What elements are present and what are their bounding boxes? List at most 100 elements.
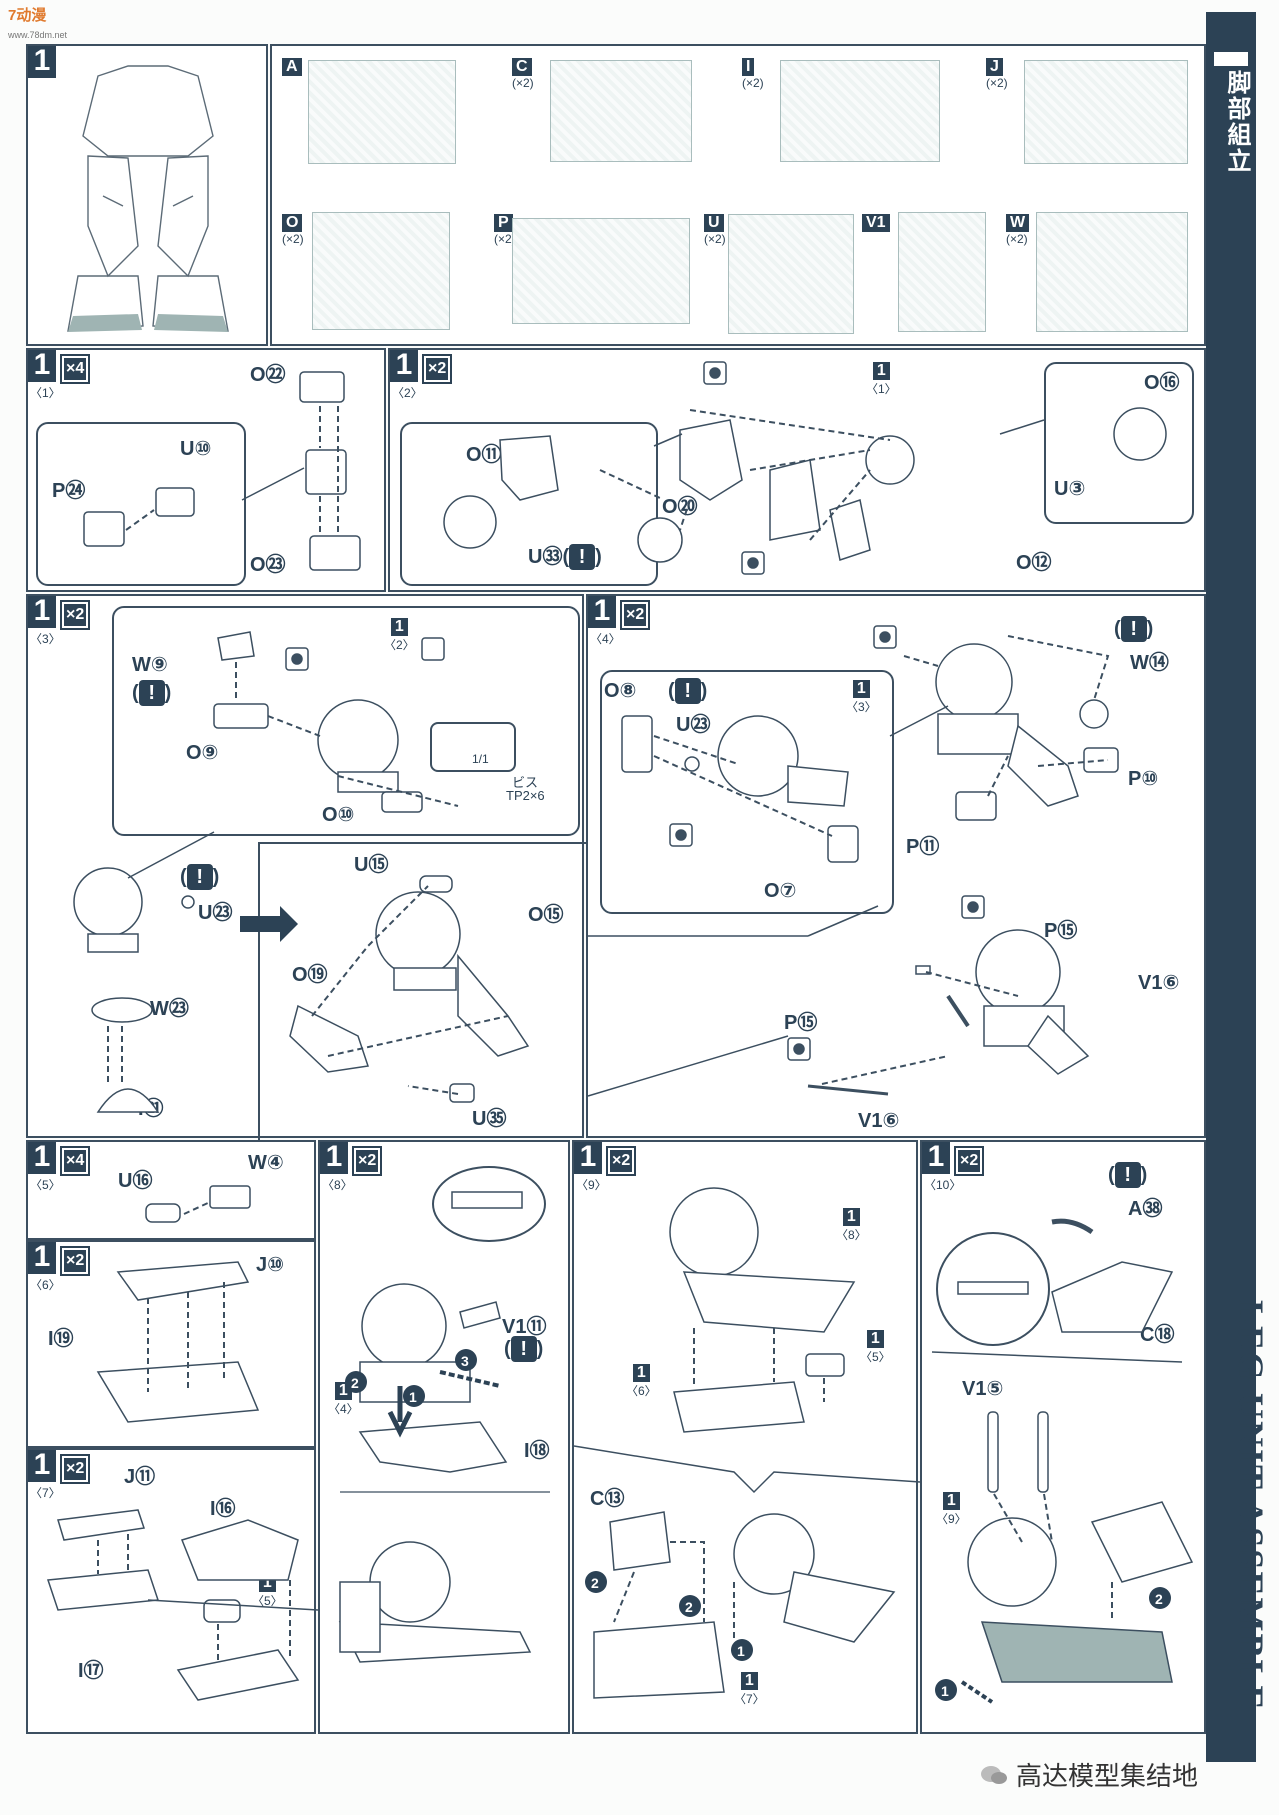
sidebar-band <box>1206 12 1256 1762</box>
caution-icon: ! <box>569 544 596 570</box>
substep-label: 〈6〉 <box>30 1278 61 1292</box>
quantity-badge: ×2 <box>59 600 91 630</box>
panel-step-1-1: 1×4 〈1〉 O㉒ U⑩ P㉔ O㉓ <box>26 348 386 592</box>
quantity-badge: ×2 <box>421 354 453 384</box>
runner-W-label: W(×2) <box>1006 214 1030 246</box>
step-number: 1 <box>28 1242 56 1274</box>
part-label: O⑮ <box>528 904 564 926</box>
part-label: P⑩ <box>1128 768 1159 790</box>
runner-I <box>780 60 940 162</box>
zoom-callout <box>600 670 894 914</box>
sub-assembly-ref: 1〈5〉 <box>860 1330 891 1364</box>
panel-step-1-3: 1×2 〈3〉 W⑨ (!) O⑨ O⑩ 1〈2〉 1/1 ビス TP2×6 (… <box>26 594 586 1140</box>
assembly-drawing <box>96 1261 260 1423</box>
runner-P <box>512 218 690 324</box>
panel-step-1-6: 1×2 〈6〉 J⑩ I⑲ <box>26 1240 316 1448</box>
part-label: I⑱ <box>524 1440 550 1462</box>
part-label: U⑯ <box>118 1170 153 1192</box>
part-label: O⑦ <box>764 880 797 902</box>
assembly-drawing <box>443 361 1167 575</box>
part-label: O⑩ <box>322 804 355 826</box>
zoom-callout <box>400 422 658 586</box>
substep-label: 〈1〉 <box>30 386 61 400</box>
part-label: P㉔ <box>52 480 86 502</box>
runner-A <box>308 60 456 164</box>
sub-assembly-ref: 1〈7〉 <box>734 1672 765 1706</box>
step-arrow-2: 2 <box>351 1375 359 1391</box>
part-label: I⑲ <box>48 1328 74 1350</box>
runner-P-label: P(×2) <box>494 214 516 246</box>
part-label: P⑮ <box>784 1012 818 1034</box>
runner-O-label: O(×2) <box>282 214 304 246</box>
panel-step-1-8: 1×2 〈8〉 V1⑪ (!) 1〈4〉 I⑱ 1 2 3 <box>318 1140 570 1734</box>
part-label: V1⑥ <box>1138 972 1180 994</box>
step-arrow-1: 1 <box>941 1683 949 1699</box>
zoom-callout <box>36 422 246 586</box>
panel-step-1-5: 1×4 〈5〉 U⑯ W④ <box>26 1140 316 1240</box>
step-number: 1 <box>28 46 56 78</box>
assembly-drawing <box>145 1185 251 1223</box>
part-label: O⑧ <box>604 680 637 702</box>
runner-U <box>728 214 854 334</box>
caution-note: (!) <box>132 680 172 706</box>
assembly-drawing <box>73 631 530 1113</box>
runner-C-label: C(×2) <box>512 58 534 90</box>
wechat-icon <box>981 1765 1007 1784</box>
quantity-badge: ×2 <box>619 600 651 630</box>
assembly-drawing: 2 1 <box>931 1218 1194 1704</box>
caution-note: (!) <box>1114 616 1154 642</box>
substep-label: 〈10〉 <box>924 1178 962 1192</box>
step-number: 1 <box>28 1450 56 1482</box>
runner-J-label: J(×2) <box>986 58 1008 90</box>
substep-label: 〈5〉 <box>30 1178 61 1192</box>
part-label: O⑪ <box>466 444 502 466</box>
wechat-text: 高达模型集结地 <box>1016 1761 1199 1791</box>
part-label: U③ <box>1054 478 1086 500</box>
runner-A-label: A <box>282 58 302 76</box>
sidebar-marker <box>1214 52 1248 66</box>
sub-assembly-ref: 1〈3〉 <box>846 680 877 714</box>
substep-label: 〈7〉 <box>30 1486 61 1500</box>
section-title-en: LEG UNIT ASSEMBLE <box>1231 1300 1271 1712</box>
runner-V1 <box>898 212 986 332</box>
sub-assembly-ref: 1〈2〉 <box>384 618 415 652</box>
step-number: 1 <box>390 350 418 382</box>
substep-label: 〈3〉 <box>30 632 61 646</box>
zoom-callout-right <box>1044 362 1194 524</box>
panel-step-1-7: 1×2 〈7〉 J⑪ I⑯ 1〈5〉 I⑰ <box>26 1448 319 1734</box>
caution-note: (!) <box>504 1336 544 1362</box>
part-label: J⑪ <box>124 1466 156 1488</box>
caution-icon: ! <box>1114 1162 1141 1188</box>
part-label: P⑪ <box>906 836 940 858</box>
sub-assembly-ref: 1〈6〉 <box>626 1364 657 1398</box>
zoom-callout <box>936 1232 1050 1346</box>
panel-step-1-4: 1×2 〈4〉 O⑧ (!) U㉓ 1〈3〉 O⑦ (!) W⑭ P⑩ P⑪ P… <box>586 594 1206 1138</box>
quantity-badge: ×4 <box>59 354 91 384</box>
sub-assembly-ref: 1〈8〉 <box>836 1208 867 1242</box>
part-label: A㊳ <box>1128 1198 1163 1220</box>
part-label: P⑮ <box>1044 920 1078 942</box>
runner-V1-label: V1 <box>862 214 890 232</box>
part-label: O㉒ <box>250 364 286 386</box>
caution-icon: ! <box>186 864 213 890</box>
substep-label: 〈9〉 <box>576 1178 607 1192</box>
watermark-logo: 7动漫 www.78dm.net <box>8 7 68 40</box>
assembly-drawing: 1 2 3 <box>338 1191 550 1663</box>
step-number: 1 <box>320 1142 348 1174</box>
runner-W <box>1036 212 1188 332</box>
assembly-drawing <box>83 371 361 571</box>
part-label: U⑮ <box>354 854 389 876</box>
quantity-badge: ×4 <box>59 1146 91 1176</box>
step-number: 1 <box>28 350 56 382</box>
step-arrow-1: 1 <box>737 1643 745 1659</box>
screw-spec: TP2×6 <box>506 788 545 803</box>
watermark-url: www.78dm.net <box>8 30 68 40</box>
assembly-drawing: 2 2 1 <box>573 1187 921 1699</box>
step1-figure-panel: 1 <box>26 44 268 346</box>
step-arrow-3: 3 <box>461 1353 469 1369</box>
zoom-callout <box>112 606 580 836</box>
part-label: U⑩ <box>180 438 212 460</box>
substep-label: 〈2〉 <box>392 386 423 400</box>
part-label: C⑱ <box>1140 1324 1175 1346</box>
part-label: I⑯ <box>210 1498 236 1520</box>
